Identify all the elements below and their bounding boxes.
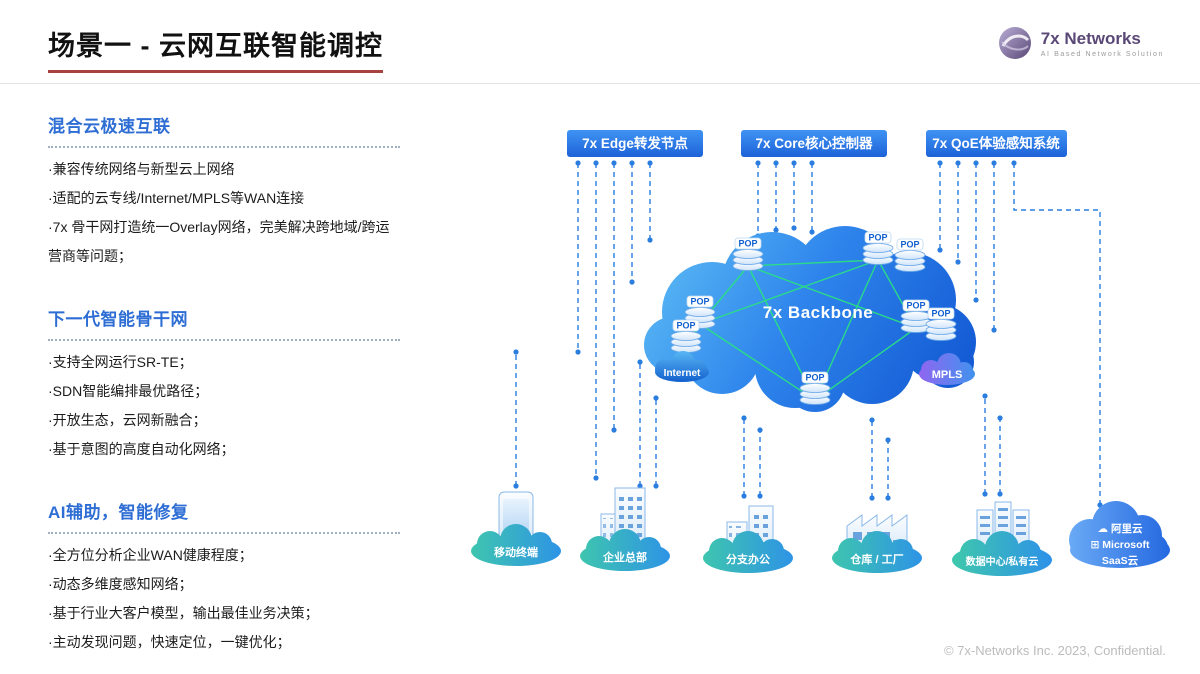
alicloud-label: 阿里云 — [1111, 523, 1143, 535]
bullet: ·支持全网运行SR-TE； — [48, 354, 193, 370]
logo-text: 7x Networks AI Based Network Solution — [1041, 29, 1164, 58]
svg-text:仓库 / 工厂: 仓库 / 工厂 — [849, 552, 903, 566]
controller-box-core: 7x Core核心控制器 — [741, 130, 887, 157]
microsoft-icon: ⊞ — [1090, 539, 1099, 551]
dashed-links — [513, 160, 1103, 508]
alicloud-icon: ☁ — [1098, 523, 1109, 535]
bullet: ·全方位分析企业WAN健康程度； — [48, 547, 253, 563]
pop-node: POP — [862, 231, 894, 265]
dotted-divider — [48, 532, 400, 534]
svg-text:POP: POP — [805, 373, 824, 383]
pop-node: POP — [670, 319, 702, 353]
site-cloud: 仓库 / 工厂 — [832, 531, 922, 573]
svg-text:7x Core核心控制器: 7x Core核心控制器 — [755, 135, 873, 151]
bullet: ·7x 骨干网打造统一Overlay网络，完美解决跨地域/跨运营商等问题； — [48, 219, 390, 264]
pop-node: POP — [900, 299, 932, 333]
site-branch: 分支办公 — [703, 505, 793, 573]
section-ai-repair: AI辅助，智能修复 ·全方位分析企业WAN健康程度； ·动态多维度感知网络； ·… — [48, 498, 400, 657]
bullet: ·基于行业大客户模型，输出最佳业务决策； — [48, 605, 319, 621]
svg-text:POP: POP — [868, 233, 887, 243]
section-backbone: 下一代智能骨干网 ·支持全网运行SR-TE； ·SDN智能编排最优路径； ·开放… — [48, 305, 400, 464]
pop-node: POP — [925, 307, 957, 341]
svg-text:Internet: Internet — [664, 368, 701, 379]
bullet-list: ·兼容传统网络与新型云上网络 ·适配的云专线/Internet/MPLS等WAN… — [48, 155, 400, 271]
site-mobile: 移动终端 — [471, 491, 561, 566]
mpls-label: MPLS — [919, 353, 975, 385]
logo-icon — [998, 27, 1031, 59]
saas-label: SaaS云 — [1102, 555, 1139, 567]
dotted-divider — [48, 146, 400, 148]
brand-logo: 7x Networks AI Based Network Solution — [998, 26, 1164, 60]
svg-text:MPLS: MPLS — [932, 369, 963, 381]
svg-text:移动终端: 移动终端 — [494, 545, 538, 559]
svg-text:POP: POP — [906, 301, 925, 311]
public-cloud-icon: ☁阿里云 ⊞Microsoft SaaS云 — [1069, 501, 1170, 568]
pop-node: POP — [894, 238, 926, 272]
bullet: ·SDN智能编排最优路径； — [48, 383, 209, 399]
svg-text:7x QoE体验感知系统: 7x QoE体验感知系统 — [932, 135, 1060, 151]
section-heading: AI辅助，智能修复 — [48, 503, 189, 522]
site-datacenter: 数据中心/私有云 — [952, 501, 1052, 576]
controller-box-edge: 7x Edge转发节点 — [567, 130, 703, 157]
svg-text:POP: POP — [738, 239, 757, 249]
svg-text:POP: POP — [676, 321, 695, 331]
bullet-list: ·全方位分析企业WAN健康程度； ·动态多维度感知网络； ·基于行业大客户模型，… — [48, 541, 400, 657]
slide-header: 场景一 - 云网互联智能调控 7x Networks AI Based Netw… — [0, 0, 1200, 84]
section-hybrid-cloud: 混合云极速互联 ·兼容传统网络与新型云上网络 ·适配的云专线/Internet/… — [48, 112, 400, 271]
svg-text:POP: POP — [900, 240, 919, 250]
site-factory: 仓库 / 工厂 — [832, 514, 922, 573]
svg-text:POP: POP — [931, 309, 950, 319]
svg-text:企业总部: 企业总部 — [602, 550, 647, 564]
pop-node: POP — [732, 237, 764, 271]
svg-text:数据中心/私有云: 数据中心/私有云 — [966, 555, 1039, 568]
bullet: ·兼容传统网络与新型云上网络 — [48, 161, 235, 177]
svg-text:☁阿里云: ☁阿里云 — [1098, 523, 1143, 535]
site-cloud: 数据中心/私有云 — [952, 531, 1052, 576]
site-cloud: 移动终端 — [471, 524, 561, 566]
controller-box-qoe: 7x QoE体验感知系统 — [926, 130, 1067, 157]
page-title: 场景一 - 云网互联智能调控 — [48, 24, 383, 73]
brand-tagline: AI Based Network Solution — [1040, 50, 1164, 58]
backbone-label: 7x Backbone — [763, 303, 873, 322]
section-heading: 下一代智能骨干网 — [48, 310, 188, 329]
copyright-note: © 7x-Networks Inc. 2023, Confidential. — [943, 643, 1166, 658]
site-cloud: 企业总部 — [580, 529, 670, 571]
site-public-cloud: ☁阿里云 ⊞Microsoft SaaS云 — [1069, 501, 1170, 568]
site-hq: 企业总部 — [580, 487, 670, 571]
bullet: ·基于意图的高度自动化网络； — [48, 441, 235, 457]
bullet: ·主动发现问题，快速定位，一键优化； — [48, 634, 291, 650]
svg-text:POP: POP — [690, 297, 709, 307]
pop-node: POP — [799, 371, 831, 405]
bullet: ·适配的云专线/Internet/MPLS等WAN连接 — [48, 190, 305, 206]
bullet: ·开放生态，云网新融合； — [48, 412, 207, 428]
svg-text:7x Edge转发节点: 7x Edge转发节点 — [582, 135, 688, 151]
internet-label: Internet — [655, 351, 709, 382]
dotted-divider — [48, 339, 400, 341]
svg-text:⊞Microsoft: ⊞Microsoft — [1090, 539, 1150, 551]
bullet-list: ·支持全网运行SR-TE； ·SDN智能编排最优路径； ·开放生态，云网新融合；… — [48, 348, 400, 464]
bullet: ·动态多维度感知网络； — [48, 576, 193, 592]
section-heading: 混合云极速互联 — [48, 117, 171, 136]
brand-name: 7x Networks — [1040, 28, 1141, 48]
svg-text:分支办公: 分支办公 — [726, 552, 770, 566]
microsoft-label: Microsoft — [1102, 539, 1150, 551]
site-cloud: 分支办公 — [703, 531, 793, 573]
feature-panel: 混合云极速互联 ·兼容传统网络与新型云上网络 ·适配的云专线/Internet/… — [48, 112, 400, 674]
